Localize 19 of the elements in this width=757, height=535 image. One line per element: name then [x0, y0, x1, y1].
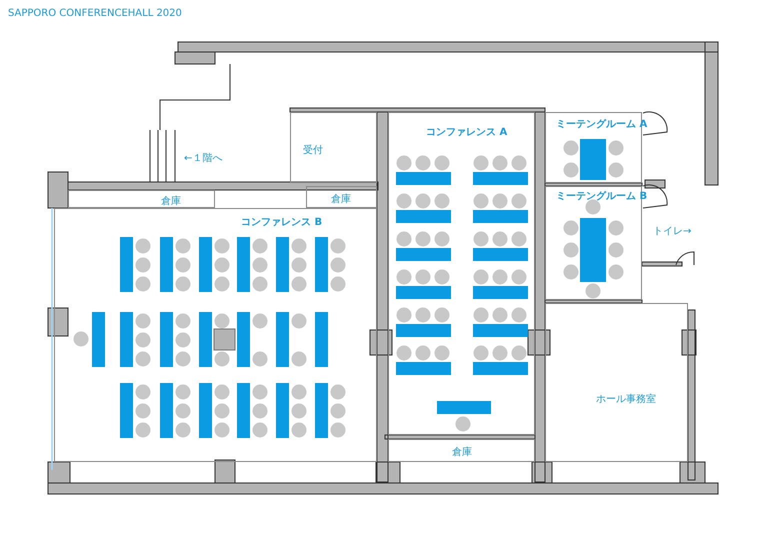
- conference-room: [388, 112, 535, 435]
- title: SAPPORO CONFERENCEHALL 2020: [8, 8, 182, 19]
- storage-room: [68, 190, 215, 208]
- storage-room: [388, 439, 535, 462]
- room-name: ミーテングルーム B: [556, 190, 648, 203]
- room-name: 倉庫: [161, 194, 181, 208]
- conference-room: [54, 208, 377, 462]
- room-name: 受付: [303, 144, 323, 157]
- direction-note: ←１階へ: [184, 152, 222, 165]
- room-name: ミーテングルーム A: [556, 118, 648, 131]
- direction-note: トイレ→: [653, 225, 692, 238]
- room-name: 倉庫: [331, 192, 351, 206]
- room-name: 倉庫: [452, 446, 472, 459]
- room-name: コンファレンス A: [426, 126, 508, 139]
- storage-room: [306, 186, 377, 208]
- reception-area: [290, 112, 377, 183]
- room-name: ホール事務室: [596, 392, 656, 406]
- room-name: コンファレンス B: [241, 216, 322, 229]
- office-room: [545, 303, 688, 462]
